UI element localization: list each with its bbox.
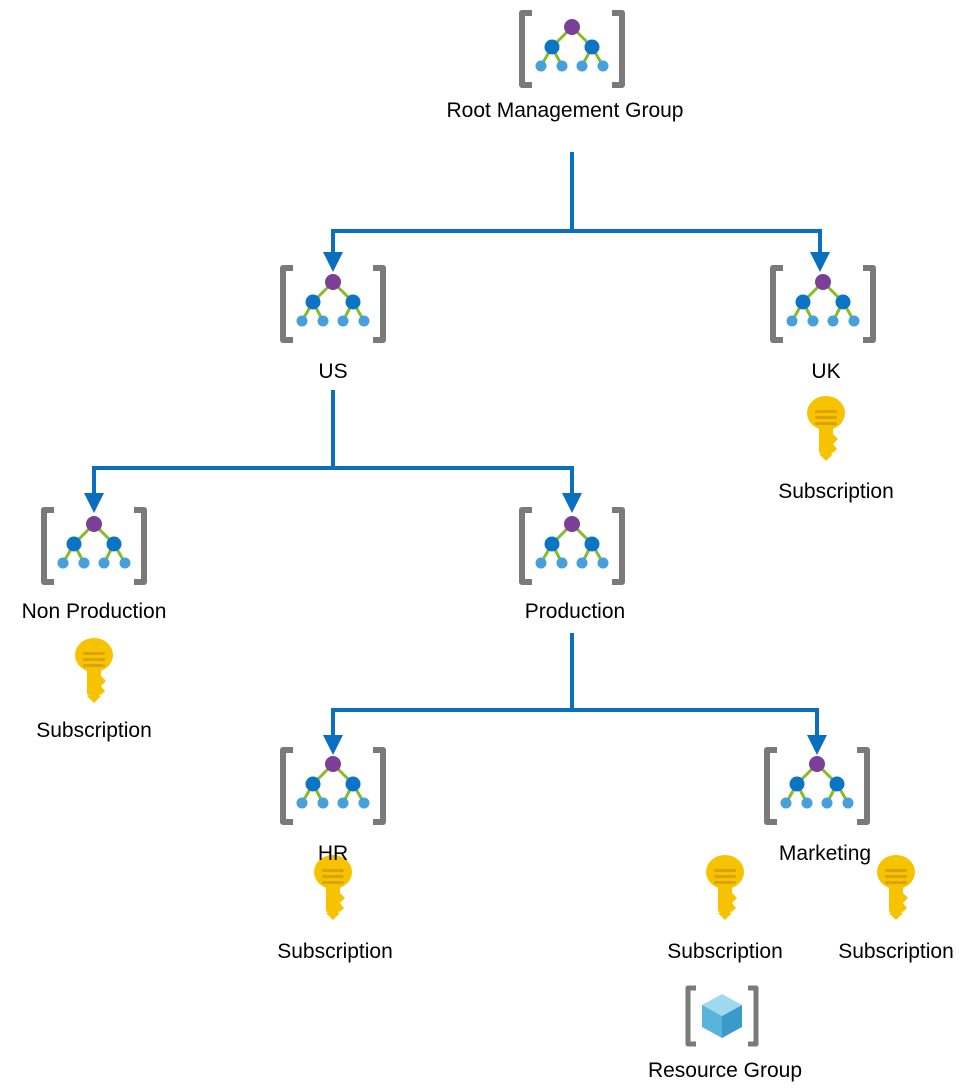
connector-prod-to-marketing <box>572 708 827 755</box>
connector-us-to-prod <box>333 466 582 513</box>
subscription-label-nonprod: Subscription <box>36 719 152 742</box>
connector-root-to-us <box>323 229 572 272</box>
node-label-nonprod: Non Production <box>21 600 167 623</box>
node-label-us: US <box>318 360 348 383</box>
connectors <box>84 152 830 755</box>
node-label-marketing: Marketing <box>778 842 872 865</box>
management-group-icon[interactable] <box>773 268 873 340</box>
subscription-label-uk: Subscription <box>778 480 894 503</box>
node-label-root: Root Management Group <box>446 99 684 122</box>
connector-prod-to-hr <box>323 708 572 755</box>
management-group-icon[interactable] <box>283 268 383 340</box>
key-icon[interactable] <box>706 855 744 920</box>
connector-us-to-nonprod <box>84 466 333 513</box>
resource-group-label: Resource Group <box>647 1059 803 1082</box>
key-icon[interactable] <box>807 396 845 461</box>
management-group-icon[interactable] <box>283 750 383 822</box>
cube-icon[interactable] <box>688 988 756 1044</box>
management-group-icon[interactable] <box>522 510 622 582</box>
connector-root-to-uk <box>572 229 830 272</box>
management-group-icon[interactable] <box>767 750 867 822</box>
management-group-icon[interactable] <box>44 510 144 582</box>
node-label-uk: UK <box>811 360 841 383</box>
node-label-hr: HR <box>317 842 349 865</box>
management-group-icon[interactable] <box>522 13 622 85</box>
subscription-label-hr: Subscription <box>277 940 393 963</box>
subscription-label-marketing-1: Subscription <box>667 940 783 963</box>
subscription-label-marketing-2: Subscription <box>838 940 954 963</box>
key-icon[interactable] <box>75 638 113 703</box>
node-label-prod: Production <box>524 600 626 623</box>
key-icon[interactable] <box>877 855 915 920</box>
